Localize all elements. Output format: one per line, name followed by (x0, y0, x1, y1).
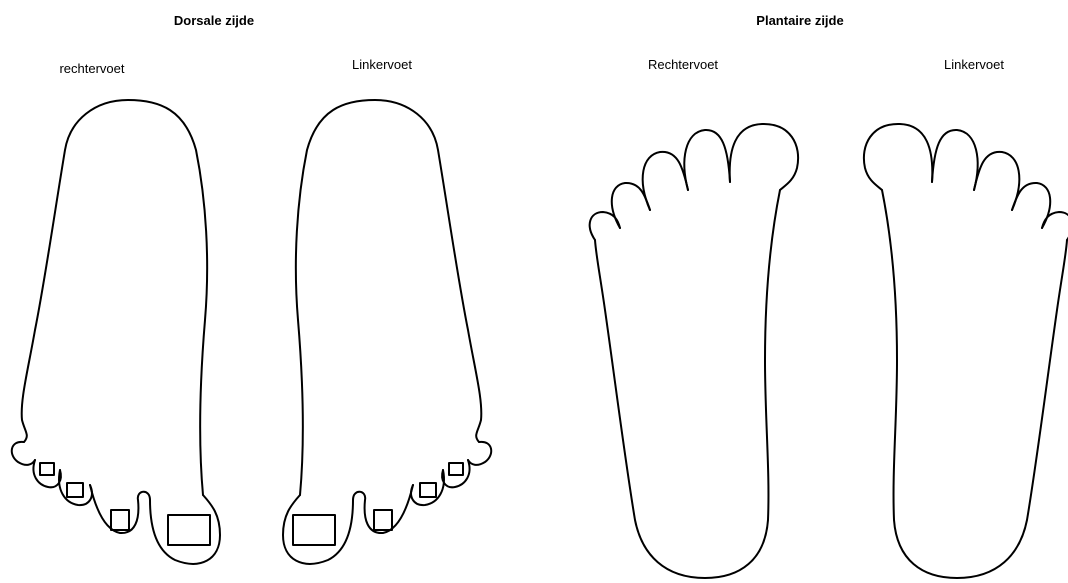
dorsal-right-nail-4 (168, 515, 210, 545)
dorsal-right-nail-2 (67, 483, 83, 497)
plantar-left-big-toe (864, 124, 932, 190)
dorsal-left-foot-outline (296, 100, 481, 495)
dorsal-right-nail-1 (40, 463, 54, 475)
plantar-left-foot (864, 124, 1068, 578)
dorsal-left-nail-1 (449, 463, 463, 475)
dorsal-left-nail-4 (293, 515, 335, 545)
plantar-left-foot-outline (882, 190, 1067, 578)
dorsal-left-third-toe (411, 470, 444, 505)
dorsal-right-foot (12, 100, 220, 564)
plantar-right-foot-outline (595, 190, 780, 578)
dorsal-right-foot-outline (22, 100, 207, 495)
plantar-right-second-toe (684, 130, 730, 190)
dorsal-right-small-toe (12, 442, 35, 465)
plantar-left-second-toe (932, 130, 978, 190)
plantar-left-third-toe (974, 152, 1019, 210)
plantar-left-small-toe (1042, 212, 1068, 240)
plantar-right-third-toe (643, 152, 688, 210)
dorsal-right-nail-3 (111, 510, 129, 530)
dorsal-left-small-toe (468, 442, 491, 465)
dorsal-left-nail-3 (374, 510, 392, 530)
plantar-right-foot (590, 124, 798, 578)
plantar-right-big-toe (730, 124, 798, 190)
dorsal-right-third-toe (59, 470, 92, 505)
dorsal-left-fourth-toe (442, 460, 469, 487)
dorsal-left-foot (283, 100, 491, 564)
dorsal-left-nail-2 (420, 483, 436, 497)
dorsal-right-fourth-toe (33, 460, 60, 487)
